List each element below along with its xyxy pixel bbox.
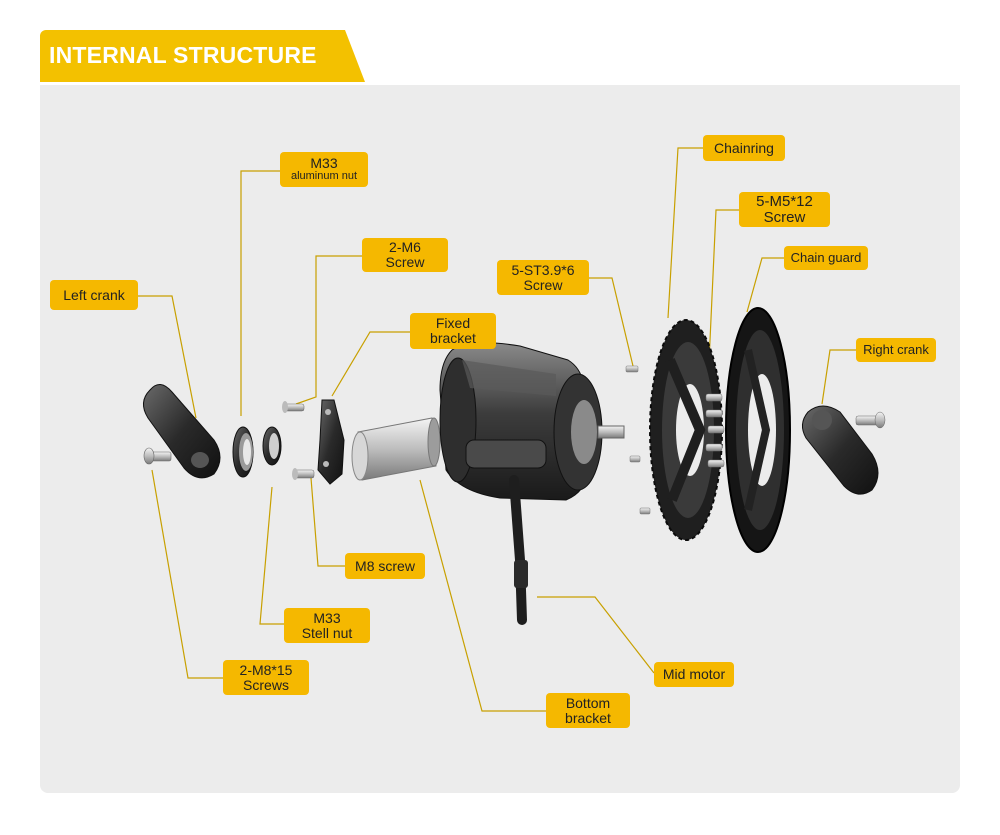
leader-m6-screw xyxy=(295,255,362,405)
mid-motor-part xyxy=(439,342,625,625)
chainring-part xyxy=(649,319,723,541)
label-m8-15-screws: 2-M8*15 Screws xyxy=(223,660,309,695)
m33-stell-nut-part xyxy=(262,426,282,466)
label-chain-guard: Chain guard xyxy=(784,246,868,270)
m8-15-screw-part xyxy=(143,447,172,465)
leader-lines xyxy=(138,147,856,712)
label-mid-motor: Mid motor xyxy=(654,662,734,687)
label-m8-screw: M8 screw xyxy=(345,553,425,579)
bottom-bracket-part xyxy=(351,417,441,481)
label-right-crank: Right crank xyxy=(856,338,936,362)
leader-right-crank xyxy=(821,349,856,405)
label-m33-stell-nut: M33 Stell nut xyxy=(284,608,370,643)
leader-m33-aluminum-nut xyxy=(240,170,280,416)
left-crank-part xyxy=(143,384,221,479)
label-m5-screw: 5-M5*12 Screw xyxy=(739,192,830,227)
header-tab xyxy=(40,30,365,82)
right-crank-part xyxy=(802,405,886,495)
label-fixed-bracket: Fixed bracket xyxy=(410,313,496,349)
page-title: INTERNAL STRUCTURE xyxy=(49,42,317,68)
leader-bottom-bracket xyxy=(419,479,546,712)
m33-aluminum-nut-part xyxy=(232,426,254,478)
fixed-bracket-part xyxy=(317,399,345,485)
leader-chainring xyxy=(667,147,703,319)
label-st39-screw: 5-ST3.9*6 Screw xyxy=(497,260,589,295)
m8-screw-part xyxy=(292,468,315,480)
label-left-crank: Left crank xyxy=(50,280,138,310)
leader-m5-screw xyxy=(707,209,739,385)
leader-left-crank xyxy=(138,295,197,419)
label-m33-aluminum-nut: M33 aluminum nut xyxy=(280,152,368,187)
label-chainring: Chainring xyxy=(703,135,785,161)
leader-chain-guard xyxy=(746,257,784,313)
leader-mid-motor xyxy=(537,596,655,674)
leader-st39-screw xyxy=(589,277,634,367)
chain-guard-part xyxy=(725,307,791,553)
label-bottom-bracket: Bottom bracket xyxy=(546,693,630,728)
leader-m8-15-screws xyxy=(151,469,223,679)
m5-screw-part xyxy=(705,393,725,468)
m6-screw-part xyxy=(282,401,305,413)
leader-m8-screw xyxy=(310,477,345,567)
leader-fixed-bracket xyxy=(331,331,410,397)
leader-m33-stell-nut xyxy=(259,486,284,625)
st39-screw-part xyxy=(625,365,651,515)
label-m6-screw: 2-M6 Screw xyxy=(362,238,448,272)
